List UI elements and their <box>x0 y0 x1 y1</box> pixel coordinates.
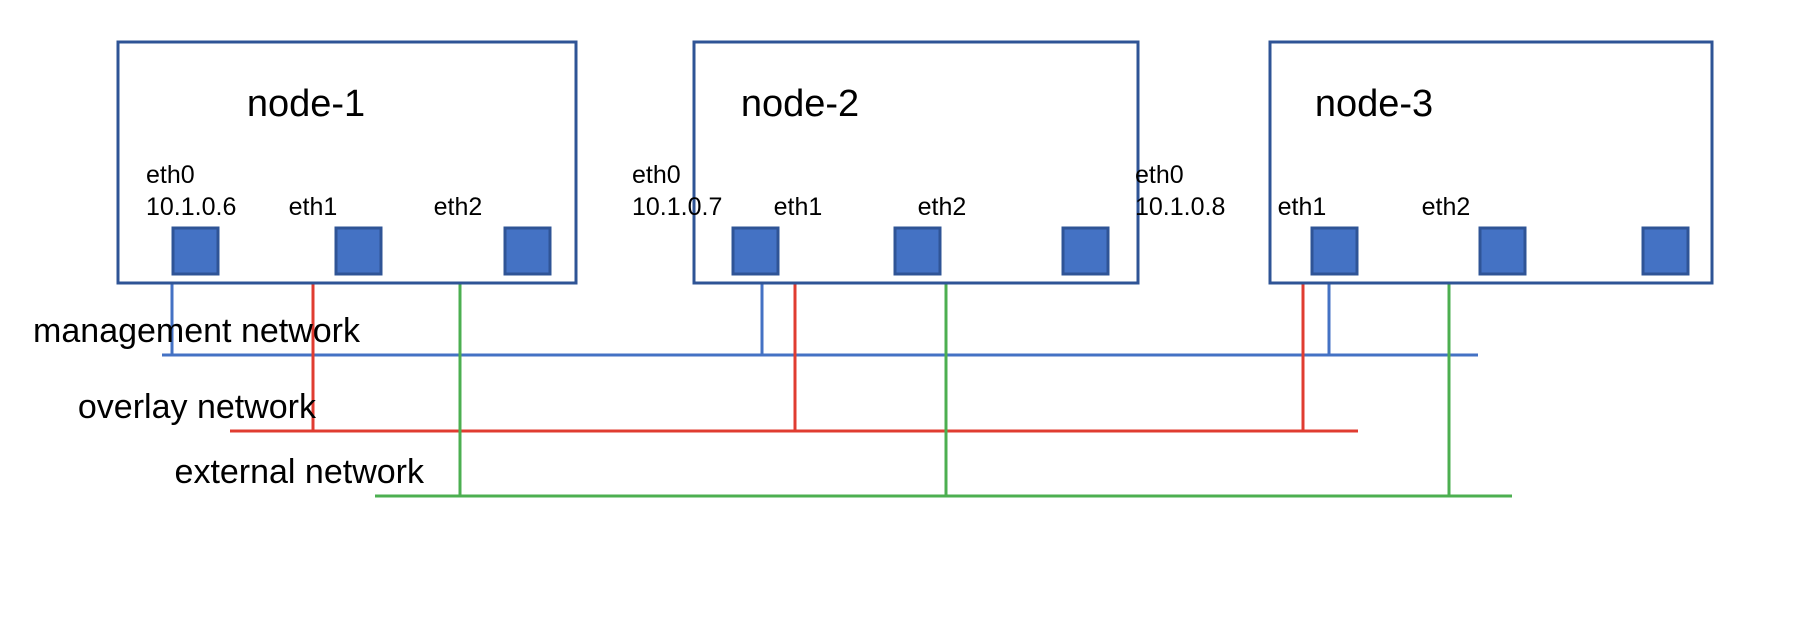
nic-node-1-eth0[interactable] <box>171 226 220 276</box>
nic-label-node-1-eth0-ip: 10.1.0.6 <box>146 193 236 221</box>
nic-node-2-eth0[interactable] <box>731 226 780 276</box>
node-layer: node-1 eth0 10.1.0.6 eth1 eth2 node-2 eth0 10.1… <box>116 40 1714 285</box>
nic-label-node-1-eth2: eth2 <box>434 193 483 221</box>
nic-node-1-eth1[interactable] <box>334 226 383 276</box>
network-label-layer: management network overlay network externa… <box>33 312 425 491</box>
nic-label-node-3-eth0-ip: 10.1.0.8 <box>1135 193 1225 221</box>
node-title-node-1: node-1 <box>247 83 365 125</box>
nic-label-node-2-eth2: eth2 <box>918 193 967 221</box>
network-overlay <box>230 274 1358 433</box>
nic-label-node-3-eth1: eth1 <box>1278 193 1327 221</box>
nic-node-2-eth2[interactable] <box>1061 226 1110 276</box>
network-label-external: external network <box>175 453 425 491</box>
nic-label-node-2-eth0: eth0 <box>632 161 681 189</box>
node-group-node-3[interactable]: node-3 eth0 10.1.0.8 eth1 eth2 <box>1135 40 1714 285</box>
node-group-node-2[interactable]: node-2 eth0 10.1.0.7 eth1 eth2 <box>632 40 1140 285</box>
node-group-node-1[interactable]: node-1 eth0 10.1.0.6 eth1 eth2 <box>116 40 578 285</box>
nic-label-node-2-eth1: eth1 <box>774 193 823 221</box>
nic-node-3-eth2[interactable] <box>1641 226 1690 276</box>
nic-label-node-3-eth2: eth2 <box>1422 193 1471 221</box>
nic-label-node-3-eth0: eth0 <box>1135 161 1184 189</box>
network-label-management: management network <box>33 312 361 350</box>
nic-node-1-eth2[interactable] <box>503 226 552 276</box>
nic-node-2-eth1[interactable] <box>893 226 942 276</box>
nic-node-3-eth0[interactable] <box>1310 226 1359 276</box>
network-label-overlay: overlay network <box>78 388 317 426</box>
nic-label-node-2-eth0-ip: 10.1.0.7 <box>632 193 722 221</box>
nic-label-node-1-eth0: eth0 <box>146 161 195 189</box>
network-bus-layer <box>162 274 1512 498</box>
node-title-node-3: node-3 <box>1315 83 1433 125</box>
nic-label-node-1-eth1: eth1 <box>289 193 338 221</box>
nic-node-3-eth1[interactable] <box>1478 226 1527 276</box>
network-external <box>375 274 1512 498</box>
node-title-node-2: node-2 <box>741 83 859 125</box>
network-management <box>162 274 1478 357</box>
